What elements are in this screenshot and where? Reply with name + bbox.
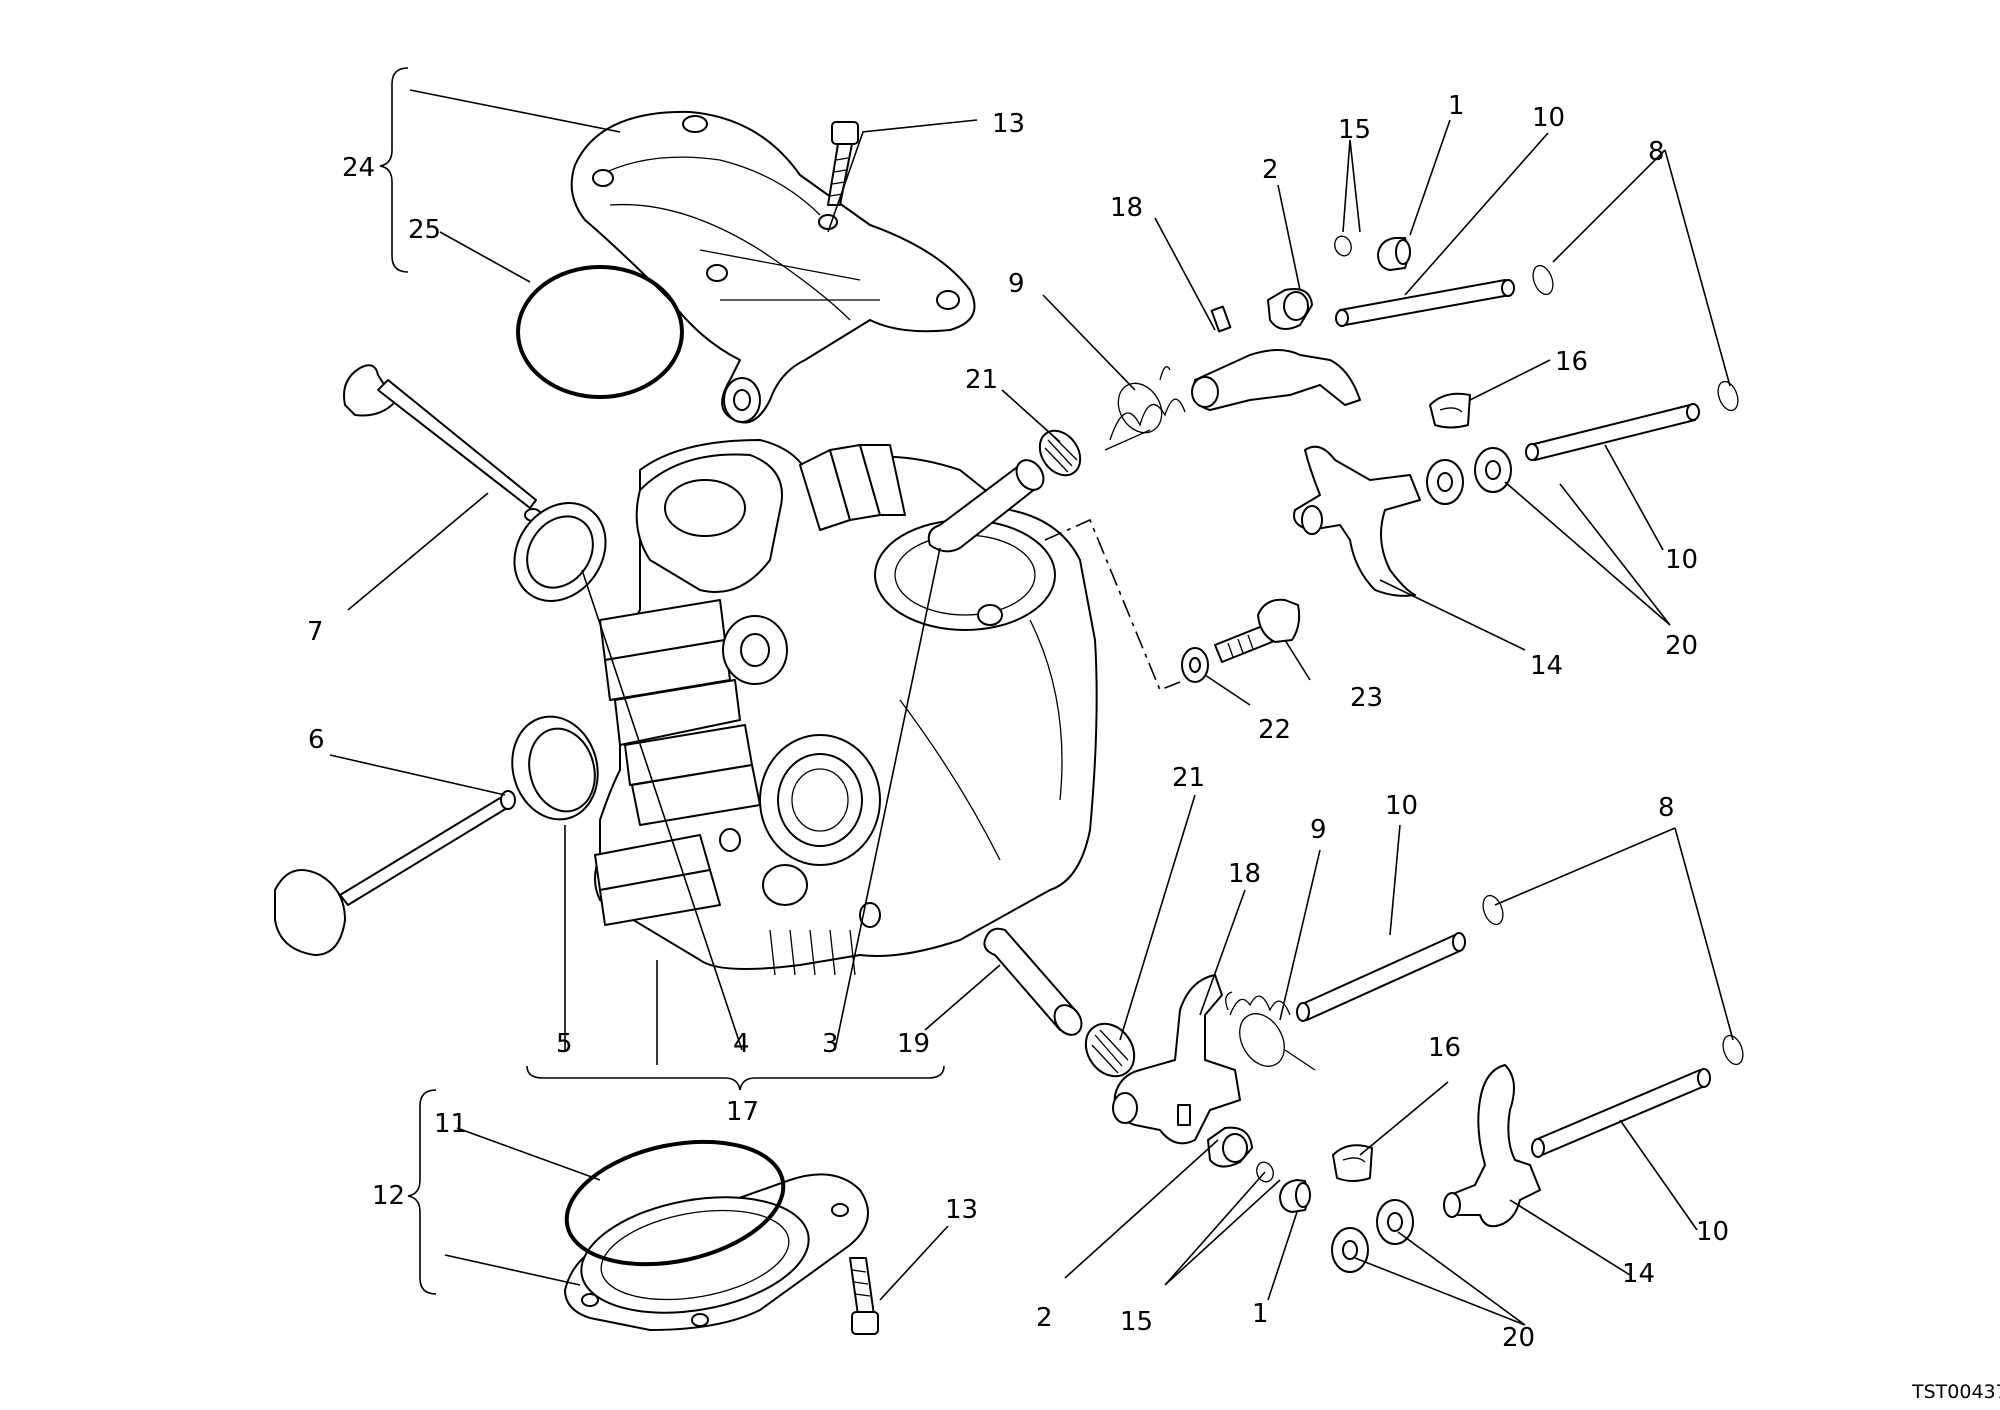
upper-snap-ring-b <box>1717 380 1739 412</box>
valve-seal-upper <box>513 502 607 602</box>
brace-17 <box>526 1065 945 1091</box>
callout-1: 1 <box>1252 1299 1269 1329</box>
mounting-axis <box>1044 518 1181 692</box>
cover-screw <box>827 121 859 206</box>
flange-screw <box>849 1257 879 1335</box>
callout-24: 24 <box>342 153 375 183</box>
lower-snap-ring-a <box>1482 894 1504 926</box>
callout-8: 8 <box>1658 793 1675 823</box>
flange-o-ring <box>564 1139 786 1267</box>
lower-rocker-arm <box>1112 974 1241 1145</box>
callout-8: 8 <box>1648 137 1665 167</box>
upper-rocker-lever <box>1293 445 1421 597</box>
lower-spring <box>1225 991 1316 1071</box>
callout-25: 25 <box>408 215 441 245</box>
lower-spacer <box>1332 1144 1373 1182</box>
callout-3: 3 <box>822 1029 839 1059</box>
callout-10: 10 <box>1532 103 1565 133</box>
callout-13: 13 <box>945 1195 978 1225</box>
callout-18: 18 <box>1110 193 1143 223</box>
cam-cover <box>570 110 976 424</box>
callout-23: 23 <box>1350 683 1383 713</box>
lower-guide-tube <box>983 927 1083 1036</box>
lower-bushing <box>1207 1126 1253 1168</box>
upper-guide-tube <box>927 459 1045 553</box>
upper-snap-ring-a <box>1532 264 1554 296</box>
callout-labels: 24 25 13 1 2 15 10 8 18 9 21 16 10 14 20… <box>307 91 1729 1353</box>
lower-washers <box>1331 1199 1414 1273</box>
callout-9: 9 <box>1310 815 1327 845</box>
intake-valve <box>343 364 542 522</box>
callout-15: 15 <box>1338 115 1371 145</box>
callout-18: 18 <box>1228 859 1261 889</box>
callout-14: 14 <box>1530 651 1563 681</box>
callout-17: 17 <box>726 1097 759 1127</box>
lower-rocker-shaft-a <box>1296 932 1466 1022</box>
callout-7: 7 <box>307 617 324 647</box>
upper-rocker-shaft-a <box>1335 279 1515 327</box>
upper-circlip <box>1334 235 1352 257</box>
head-washer <box>1181 647 1209 683</box>
callout-4: 4 <box>733 1029 750 1059</box>
upper-washers <box>1426 447 1512 505</box>
callout-9: 9 <box>1008 269 1025 299</box>
callout-10: 10 <box>1665 545 1698 575</box>
cover-o-ring <box>516 265 684 399</box>
callout-16: 16 <box>1555 347 1588 377</box>
valve-seal-lower <box>511 715 599 821</box>
upper-rocker-shaft-b <box>1525 403 1700 461</box>
leader-lines <box>329 89 1734 1326</box>
callout-11: 11 <box>434 1109 467 1139</box>
callout-22: 22 <box>1258 715 1291 745</box>
upper-rocker-arm <box>1191 305 1361 411</box>
callout-1: 1 <box>1448 91 1465 121</box>
callout-2: 2 <box>1036 1303 1053 1333</box>
callout-20: 20 <box>1665 631 1698 661</box>
callout-5: 5 <box>556 1029 573 1059</box>
callout-19: 19 <box>897 1029 930 1059</box>
lower-rocker-lever <box>1443 1064 1541 1228</box>
exhaust-valve <box>274 790 516 956</box>
callout-20: 20 <box>1502 1323 1535 1353</box>
callout-15: 15 <box>1120 1307 1153 1337</box>
drawing-code: TST00437 <box>1911 1381 2000 1403</box>
callout-21: 21 <box>1172 763 1205 793</box>
lower-cap <box>1279 1179 1311 1213</box>
callout-12: 12 <box>372 1181 405 1211</box>
lower-snap-ring-b <box>1722 1034 1744 1066</box>
brace-12 <box>407 1089 437 1295</box>
upper-spacer <box>1429 392 1471 429</box>
callout-14: 14 <box>1622 1259 1655 1289</box>
lower-rocker-shaft-b <box>1531 1068 1711 1158</box>
callout-6: 6 <box>308 725 325 755</box>
upper-adjuster <box>1038 429 1082 477</box>
cylinder-head <box>594 439 1098 976</box>
callout-10: 10 <box>1696 1217 1729 1247</box>
lower-circlip <box>1256 1161 1274 1183</box>
upper-spring <box>1104 366 1186 451</box>
callout-2: 2 <box>1262 155 1279 185</box>
upper-bushing <box>1267 288 1313 330</box>
callout-21: 21 <box>965 365 998 395</box>
callout-13: 13 <box>992 109 1025 139</box>
brace-24 <box>379 67 409 273</box>
callout-16: 16 <box>1428 1033 1461 1063</box>
upper-cap <box>1377 237 1411 271</box>
lower-adjuster <box>1084 1022 1136 1078</box>
callout-10: 10 <box>1385 791 1418 821</box>
head-screw <box>1214 598 1301 663</box>
